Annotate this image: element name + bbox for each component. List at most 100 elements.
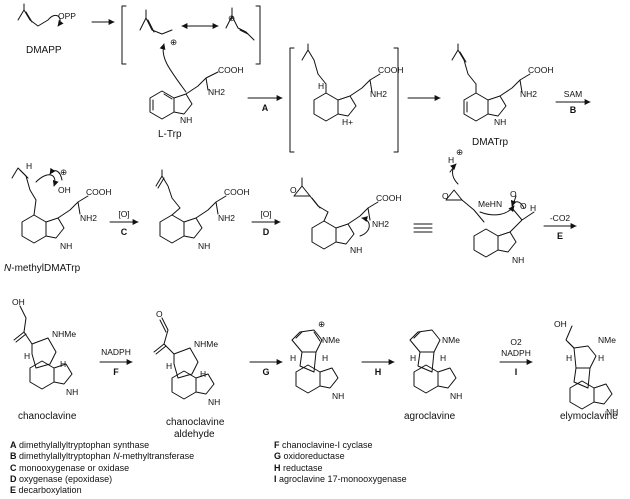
atom-dc-o-carbonyl: O bbox=[510, 189, 517, 199]
atom-chano-oh: OH bbox=[12, 297, 25, 307]
atom-ald-h1: H bbox=[166, 361, 173, 371]
attack-arrow bbox=[159, 43, 187, 93]
chanoclavine-aldehyde-structure bbox=[153, 317, 215, 400]
label-n-methyldmatrp: N-methylDMATrp bbox=[4, 263, 81, 274]
elymoclavine-structure bbox=[565, 325, 613, 410]
atom-dc-oh: O bbox=[520, 201, 527, 211]
decarboxylation-structure bbox=[445, 164, 535, 258]
atom-ltrp-nh: NH bbox=[180, 115, 193, 125]
intermediate-bracket bbox=[289, 43, 399, 153]
epoxide-structure bbox=[293, 177, 379, 250]
agroclavine-structure bbox=[409, 329, 457, 394]
atom-dmatrp-nh2: NH2 bbox=[520, 89, 538, 99]
label-agroclavine: agroclavine bbox=[404, 411, 456, 422]
atom-diene-nh: NH bbox=[198, 241, 211, 251]
legend-item-a: A dimethylallyltryptophan synthase bbox=[10, 440, 150, 450]
atom-dc-h2: H bbox=[530, 203, 537, 213]
atom-chano-h2: H bbox=[60, 359, 67, 369]
dmatrp-structure bbox=[451, 43, 531, 122]
label-elymoclavine: elymoclavine bbox=[560, 411, 618, 422]
equivalence-sign bbox=[413, 223, 433, 233]
legend-item-e: E decarboxylation bbox=[10, 485, 82, 496]
atom-plus-cation-2: ⊕ bbox=[228, 13, 236, 23]
label-chanoclavine: chanoclavine bbox=[18, 411, 77, 422]
cond-nadph1: NADPH bbox=[101, 347, 131, 357]
atom-dc-h: H bbox=[448, 155, 455, 165]
chanoclavine-structure bbox=[13, 305, 73, 390]
atom-epox-nh: NH bbox=[350, 245, 363, 255]
atom-plus-cation-1: ⊕ bbox=[170, 37, 178, 47]
cond-o2-gas: O2 bbox=[510, 337, 522, 347]
atom-diene-nh2: NH2 bbox=[218, 213, 236, 223]
legend-left: A dimethylallyltryptophan synthase B dim… bbox=[10, 440, 194, 496]
atom-ald-nh: NH bbox=[208, 397, 221, 407]
allyl-cation-bracket bbox=[121, 5, 261, 65]
atom-nm-nh: NH bbox=[60, 241, 73, 251]
atom-ely-h1: H bbox=[566, 353, 573, 363]
atom-agro-nh: NH bbox=[450, 391, 463, 401]
atom-epox-nh2: NH2 bbox=[372, 219, 390, 229]
n-methyldmatrp-structure bbox=[11, 167, 89, 244]
step-f: F bbox=[113, 367, 119, 377]
diene-intermediate-structure bbox=[155, 169, 227, 244]
atom-dmatrp-nh: NH bbox=[494, 117, 507, 127]
legend-item-h: H reductase bbox=[274, 462, 323, 473]
atom-imin-h1: H bbox=[290, 353, 297, 363]
step-d: D bbox=[262, 227, 270, 237]
atom-nm-nh2: NH2 bbox=[80, 213, 98, 223]
atom-epox-o: O bbox=[290, 185, 297, 195]
label-dmatrp: DMATrp bbox=[472, 137, 509, 148]
label-ltrp: L-Trp bbox=[158, 129, 182, 140]
step-c: C bbox=[120, 227, 128, 237]
step-a: A bbox=[261, 103, 269, 113]
atom-dc-o: O bbox=[442, 191, 449, 201]
atom-nm-hplus: ⊕ bbox=[60, 167, 68, 177]
atom-diene-cooh: COOH bbox=[224, 187, 250, 197]
atom-chano-h1: H bbox=[24, 351, 31, 361]
atom-int-h: H bbox=[318, 81, 325, 91]
dmapp-structure bbox=[17, 3, 64, 27]
atom-ely-oh: OH bbox=[554, 319, 567, 329]
atom-imin-plus: ⊕ bbox=[318, 319, 326, 329]
atom-ald-h2: H bbox=[200, 369, 207, 379]
legend-item-f: F chanoclavine-I cyclase bbox=[274, 440, 373, 450]
legend-item-i: I agroclavine 17-monooxygenase bbox=[274, 473, 407, 484]
atom-dc-nh: NH bbox=[512, 255, 525, 265]
atom-epox-cooh: COOH bbox=[376, 193, 402, 203]
iminium-structure bbox=[291, 329, 339, 394]
atom-imin-h2: H bbox=[322, 353, 329, 363]
atom-dc-hplus: ⊕ bbox=[456, 147, 464, 157]
cond-nadph2: NADPH bbox=[501, 348, 531, 358]
step-g: G bbox=[262, 367, 270, 377]
cond-o1: [O] bbox=[118, 209, 130, 219]
atom-nm-cooh: COOH bbox=[86, 187, 112, 197]
atom-int-nh-plus: H+ bbox=[342, 117, 354, 127]
cond-o2: [O] bbox=[260, 209, 272, 219]
atom-ely-nh: NH bbox=[606, 407, 619, 417]
atom-agro-h1: H bbox=[410, 353, 417, 363]
step-h: H bbox=[374, 367, 382, 377]
atom-ely-nme: NMe bbox=[598, 335, 616, 345]
step-e: E bbox=[556, 231, 563, 241]
legend-right: F chanoclavine-I cyclase G oxidoreductas… bbox=[274, 440, 407, 485]
legend-item-g: G oxidoreductase bbox=[274, 451, 345, 462]
atom-agro-h2: H bbox=[440, 353, 447, 363]
atom-dc-mehn: MeHN bbox=[478, 199, 503, 209]
atom-chano-nh: NH bbox=[66, 387, 79, 397]
step-b: B bbox=[569, 105, 577, 115]
legend-item-b: B dimethylallyltryptophan N-methyltransf… bbox=[10, 451, 195, 462]
label-chanoclavine-aldehyde-1: chanoclavine bbox=[166, 417, 225, 428]
atom-ald-nhme: NHMe bbox=[194, 339, 219, 349]
atom-ltrp-cooh: COOH bbox=[218, 65, 244, 75]
legend-item-c: C monooxygenase or oxidase bbox=[10, 462, 130, 473]
legend-item-d: D oxygenase (epoxidase) bbox=[10, 473, 113, 484]
atom-chano-nhme: NHMe bbox=[52, 329, 77, 339]
atom-int-cooh: COOH bbox=[378, 65, 404, 75]
atom-dmatrp-cooh: COOH bbox=[528, 65, 554, 75]
label-dmapp: DMAPP bbox=[26, 45, 62, 56]
atom-ely-h2: H bbox=[598, 353, 605, 363]
atom-ald-o: O bbox=[156, 309, 163, 319]
cond-sam: SAM bbox=[563, 89, 583, 99]
atom-imin-nh: NH bbox=[332, 391, 345, 401]
